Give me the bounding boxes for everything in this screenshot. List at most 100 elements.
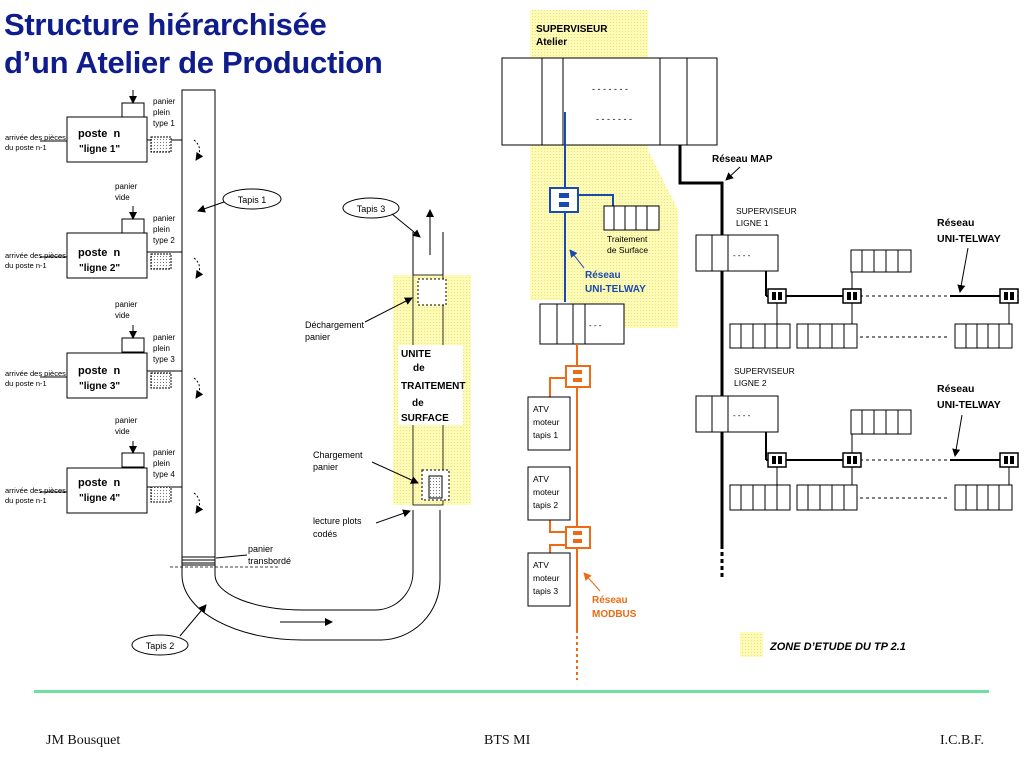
- full-basket-label: plein: [153, 108, 170, 117]
- station-line-1: poste n "ligne 1" arrivée des pièces du …: [5, 90, 204, 163]
- full-basket-label: type 4: [153, 470, 175, 479]
- arrival-label: arrivée des pièces: [5, 133, 66, 142]
- station-line: "ligne 4": [79, 493, 120, 504]
- atv-label: moteur: [533, 417, 560, 427]
- line2-unitelway-label: Réseau: [937, 383, 974, 395]
- station-box: [66, 352, 148, 399]
- line2-supervisor-rack: - - - -: [695, 395, 779, 433]
- station-box: [66, 232, 148, 279]
- footer-author: JM Bousquet: [46, 733, 121, 748]
- station-line-4: poste n "ligne 4" arrivée des pièces du …: [5, 416, 204, 514]
- conveyor-loop: Tapis 2 UNITE de TRAITEMENT de SURFACE T…: [131, 197, 471, 656]
- line1-supervisor-rack: - - - -: [695, 234, 779, 272]
- map-label: Réseau MAP: [712, 154, 773, 165]
- station-name: poste n: [78, 128, 120, 140]
- unitelway-label: Réseau: [585, 270, 621, 281]
- unitelway-tap: [549, 187, 579, 213]
- atv-drive-2: ATV moteur tapis 2: [527, 466, 571, 521]
- arrival-label: arrivée des pièces: [5, 251, 66, 260]
- reading-label: codés: [313, 529, 338, 539]
- line2-plc: [954, 484, 1013, 511]
- arrival-label: du poste n-1: [5, 143, 47, 152]
- line1-supervisor-label: LIGNE 1: [736, 218, 769, 228]
- full-basket-label: plein: [153, 344, 170, 353]
- atv-label: tapis 1: [533, 430, 558, 440]
- station-name: poste n: [78, 477, 120, 489]
- line2-unitelway-label: UNI-TELWAY: [937, 399, 1001, 411]
- empty-basket-slot: [121, 102, 145, 118]
- modbus-label: MODBUS: [592, 609, 637, 620]
- loading-label: panier: [313, 462, 338, 472]
- atv-label: ATV: [533, 404, 549, 414]
- title-line-2: d’un Atelier de Production: [4, 45, 383, 80]
- station-box: [66, 116, 148, 163]
- station-line-3: poste n "ligne 3" arrivée des pièces du …: [5, 300, 204, 399]
- dashes-short: - - - -: [733, 411, 751, 420]
- atv-label: tapis 2: [533, 500, 558, 510]
- modbus-tap: [565, 365, 591, 388]
- station-line: "ligne 1": [79, 144, 120, 155]
- tapis1-label: Tapis 1: [238, 195, 267, 205]
- arrival-label: arrivée des pièces: [5, 369, 66, 378]
- station-name: poste n: [78, 365, 120, 377]
- tapis2-conveyor: [181, 510, 441, 641]
- workshop-supervisor-label: Atelier: [536, 37, 567, 48]
- line1-tap: [999, 288, 1019, 304]
- treatment-label: de Surface: [607, 245, 648, 255]
- empty-basket-label: panier: [115, 416, 138, 425]
- line1-plc-top: [850, 249, 912, 273]
- unit-label: SURFACE: [401, 413, 449, 424]
- full-basket: [150, 372, 172, 389]
- atv-drive-1: ATV moteur tapis 1: [527, 396, 571, 451]
- line2-tap: [767, 452, 787, 468]
- modbus-label: Réseau: [592, 595, 628, 606]
- tapis3-label: Tapis 3: [357, 204, 386, 214]
- tapis2-callout: [131, 634, 189, 656]
- line1-supervisor-label: SUPERVISEUR: [736, 206, 797, 216]
- line2-supervisor-label: LIGNE 2: [734, 378, 767, 388]
- line2-tap: [842, 452, 862, 468]
- study-zone-swatch: [740, 632, 763, 657]
- line1-tap: [842, 288, 862, 304]
- station-line: "ligne 3": [79, 381, 120, 392]
- line1-plc: [796, 323, 858, 349]
- dashes-text: - - - - - - -: [596, 114, 632, 124]
- empty-basket-label: panier: [115, 300, 138, 309]
- treatment-plc: [603, 205, 660, 231]
- unitelway-label: UNI-TELWAY: [585, 284, 646, 295]
- full-basket: [150, 253, 172, 270]
- workshop-supervisor-rack: - - - - - - - - - - - - - -: [501, 57, 718, 146]
- tapis3-callout: [342, 197, 400, 219]
- unloading-point: [417, 278, 447, 306]
- full-basket-label: type 1: [153, 119, 175, 128]
- station-name: poste n: [78, 247, 120, 259]
- reading-label: lecture plots: [313, 516, 362, 526]
- atv-label: ATV: [533, 560, 549, 570]
- transfer-label: transbordé: [248, 556, 291, 566]
- tapis2-label: Tapis 2: [146, 641, 175, 651]
- line2-supervisor-label: SUPERVISEUR: [734, 366, 795, 376]
- line2-plc-top: [850, 409, 912, 435]
- unloading-label: Déchargement: [305, 320, 365, 330]
- station-box: [66, 467, 148, 514]
- atv-label: moteur: [533, 573, 560, 583]
- arrival-label: du poste n-1: [5, 379, 47, 388]
- line2-plc: [729, 484, 791, 511]
- empty-basket-label: vide: [115, 427, 130, 436]
- full-basket-label: panier: [153, 97, 176, 106]
- full-basket-label: panier: [153, 333, 176, 342]
- study-zone-label: ZONE D’ETUDE DU TP 2.1: [769, 641, 906, 653]
- slide-title: Structure hiérarchisée d’un Atelier de P…: [4, 6, 383, 82]
- loading-label: Chargement: [313, 450, 363, 460]
- dashes-short: - - - -: [733, 251, 751, 260]
- line2-tap: [999, 452, 1019, 468]
- atv-label: moteur: [533, 487, 560, 497]
- empty-basket-slot: [121, 337, 145, 353]
- full-basket: [150, 136, 172, 153]
- line1-tap: [767, 288, 787, 304]
- atv-label: tapis 3: [533, 586, 558, 596]
- unit-label: de: [412, 398, 424, 409]
- tapis1-callout: [222, 188, 282, 210]
- empty-basket-slot: [121, 452, 145, 468]
